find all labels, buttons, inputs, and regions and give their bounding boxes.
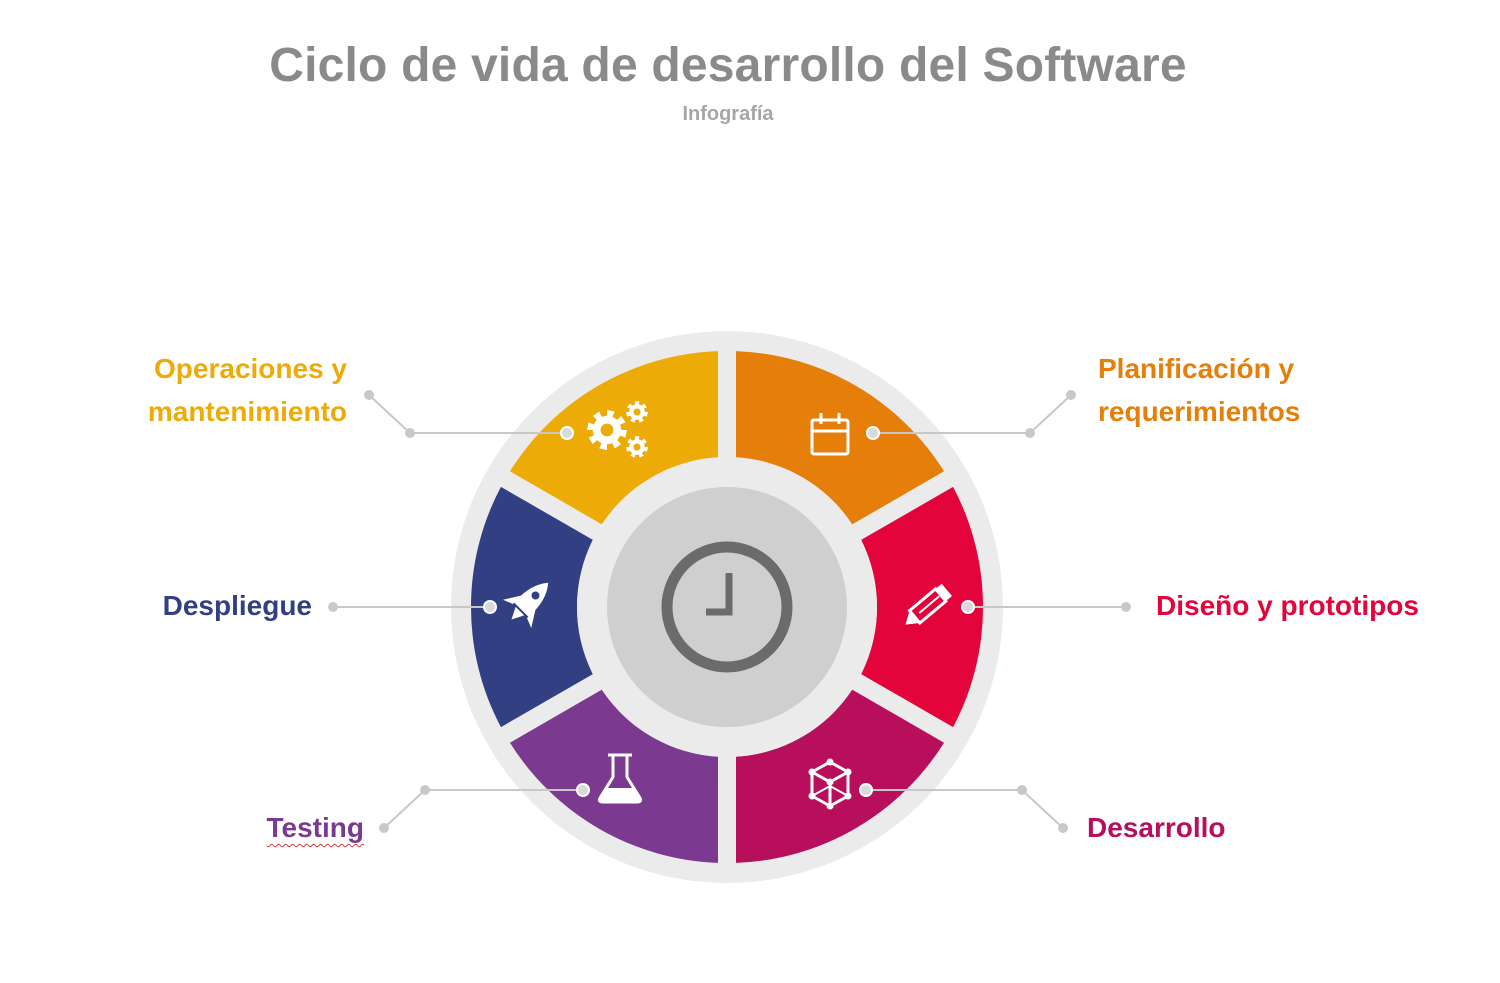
clock-icon: [661, 541, 793, 673]
phase-label-line: Desarrollo: [1087, 812, 1226, 843]
connector-planificacion: [866, 390, 1076, 440]
page-title: Ciclo de vida de desarrollo del Software: [269, 39, 1187, 92]
segment-planificacion: [735, 351, 945, 525]
connector-desarrollo: [859, 783, 1068, 833]
phase-label-planificacion: Planificación y requerimientos: [1098, 347, 1300, 433]
connector-despliegue: [328, 600, 497, 614]
phase-label-line: requerimientos: [1098, 396, 1301, 427]
connector-diseno: [961, 600, 1131, 614]
phase-label-line: Despliegue: [162, 590, 312, 621]
cube-icon: [808, 758, 852, 810]
connector-testing: [379, 783, 590, 833]
phase-label-line: Diseño y prototipos: [1156, 590, 1419, 621]
phase-label-line: Operaciones y: [154, 353, 347, 384]
gears-icon: [587, 401, 648, 458]
connector-operaciones: [364, 390, 574, 440]
phase-label-line: Testing: [266, 812, 364, 843]
phase-label-line: Planificación y: [1098, 353, 1295, 384]
pencil-icon: [905, 583, 952, 626]
phase-label-line: mantenimiento: [147, 396, 347, 427]
segment-diseno: [861, 486, 984, 728]
page-subtitle: Infografía: [682, 103, 774, 125]
phase-label-desarrollo: Desarrollo: [1087, 806, 1226, 849]
phase-label-operaciones: Operaciones y mantenimiento: [60, 347, 347, 433]
phase-label-despliegue: Despliegue: [100, 584, 312, 627]
phase-label-diseno: Diseño y prototipos: [1156, 584, 1419, 627]
connectors: [328, 390, 1131, 833]
calendar-icon: [810, 413, 850, 456]
flask-icon: [597, 753, 643, 804]
phase-icons: [502, 401, 952, 810]
phase-label-testing: Testing: [160, 806, 364, 849]
